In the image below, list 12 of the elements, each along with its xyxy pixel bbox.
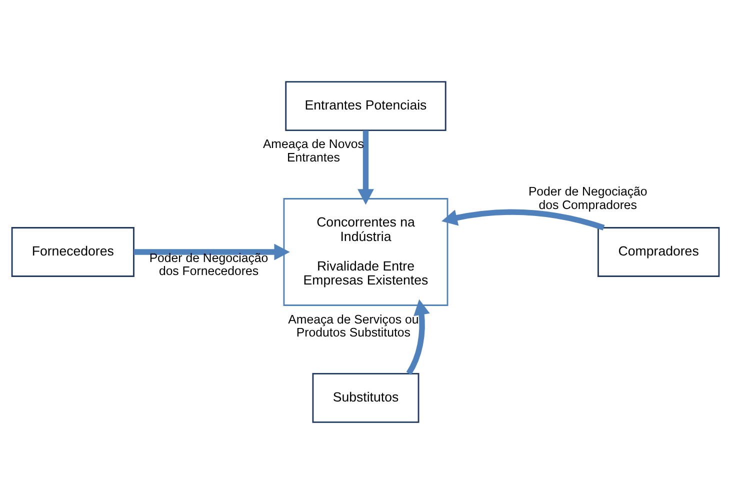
edge-label: Poder de Negociação dos Compradores — [528, 184, 648, 212]
arrow — [134, 243, 290, 260]
node-box: Substitutos — [312, 372, 420, 422]
node-box: Fornecedores — [11, 226, 134, 276]
arrow — [358, 130, 374, 204]
arrow — [442, 208, 605, 230]
edge-label: Ameaça de Serviços ou Produtos Substitutos — [288, 312, 419, 340]
edge-label: Poder de Negociação dos Fornecedores — [149, 250, 268, 278]
arrow — [406, 298, 430, 374]
node-box: Concorrentes na Indústria Rivalidade Entre Empresas Existentes — [283, 198, 448, 306]
node-box: Entrantes Potenciais — [285, 80, 446, 130]
node-box: Compradores — [598, 226, 720, 276]
